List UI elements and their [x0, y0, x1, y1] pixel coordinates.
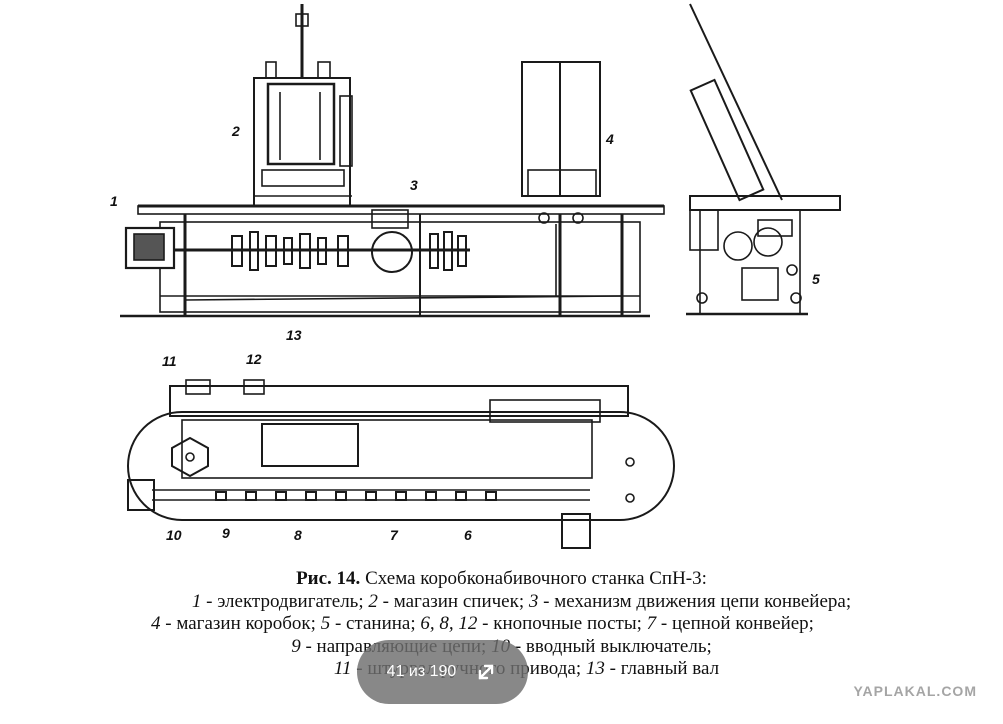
caption-title: Рис. 14. Схема коробконабивочного станка… [0, 568, 1003, 591]
part-label-7: 7 [390, 527, 399, 543]
caption-num: 1 [191, 590, 202, 612]
part-label-4: 4 [605, 131, 614, 147]
caption-num: 11 [333, 658, 352, 679]
part-label-2: 2 [231, 123, 240, 139]
caption-desc: - цепной конвейер; [656, 613, 814, 634]
part-label-3: 3 [410, 177, 418, 193]
caption-num: 9 [291, 635, 301, 657]
caption-num: 5 [320, 613, 331, 634]
caption-num: 13 [585, 658, 605, 679]
part-label-1: 1 [110, 193, 118, 209]
caption-line-2: 1 - электродвигатель; 2 - магазин спичек… [0, 591, 1003, 614]
caption-desc: - магазин спичек; [377, 590, 529, 612]
part-label-8: 8 [294, 527, 302, 543]
end-view [686, 3, 841, 316]
caption-desc: - механизм движения цепи конвейера; [538, 590, 852, 612]
caption-desc: - станина; [330, 613, 421, 634]
side-view [120, 3, 841, 318]
caption-num: 3 [528, 590, 539, 612]
part-label-6: 6 [464, 527, 472, 543]
part-label-11: 11 [162, 353, 177, 369]
caption-desc: - главный вал [604, 658, 720, 679]
image-pager[interactable]: 41 из 190 [357, 640, 528, 704]
part-label-5: 5 [812, 271, 820, 287]
page-counter: 41 из 190 [386, 663, 457, 680]
expand-icon[interactable] [474, 660, 498, 684]
caption-title-text: Схема коробконабивочного станка СпН-3: [360, 568, 707, 589]
machine-schematic: 1 2 3 4 5 13 11 12 10 9 8 7 6 [110, 3, 841, 549]
caption-num: 4 [151, 613, 161, 634]
part-label-13: 13 [286, 327, 302, 343]
plan-view [127, 379, 675, 549]
caption-desc: - вводный выключатель; [510, 635, 712, 657]
site-watermark: YAPLAKAL.COM [853, 683, 977, 699]
caption-desc: - электродвигатель; [201, 590, 369, 612]
caption-num: 2 [368, 590, 378, 612]
part-label-9: 9 [222, 525, 230, 541]
caption-line-3: 4 - магазин коробок; 5 - станина; 6, 8, … [0, 613, 1003, 636]
caption-desc: - магазин коробок; [160, 613, 321, 634]
caption-num: 7 [646, 613, 657, 634]
part-label-12: 12 [246, 351, 262, 367]
part-label-10: 10 [166, 527, 182, 543]
caption-num: 6, 8, 12 [420, 613, 478, 634]
caption-desc: - кнопочные посты; [477, 613, 647, 634]
caption-figure-number: Рис. 14. [296, 568, 361, 589]
